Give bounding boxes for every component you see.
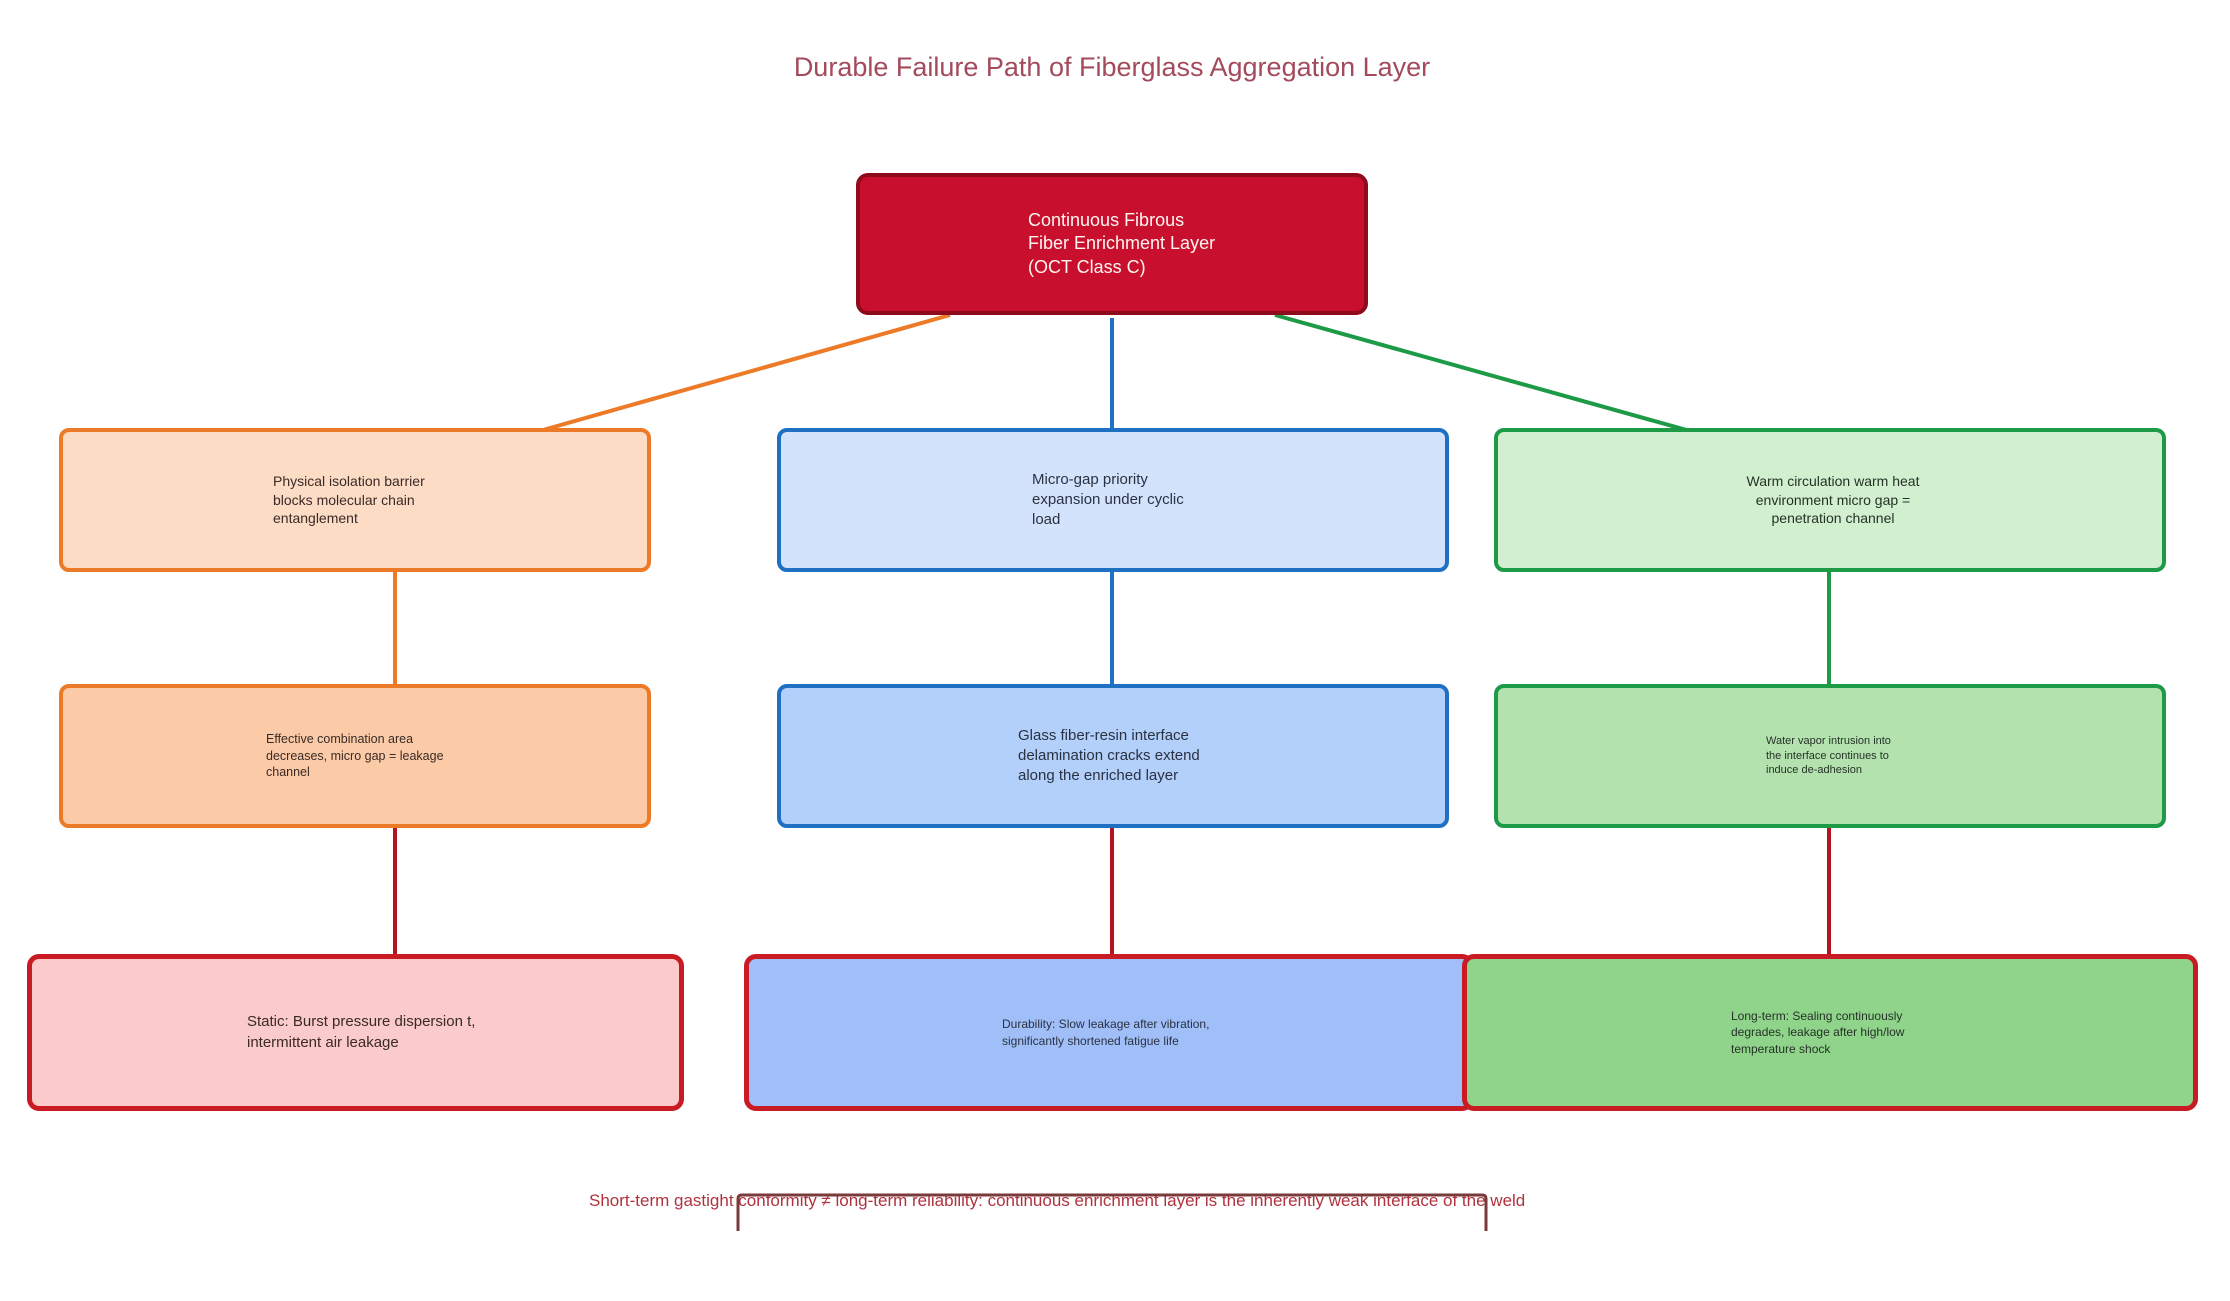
orange-step-2-node: Effective combination area decreases, mi… (59, 684, 651, 828)
blue-step-1-label: Micro-gap priority expansion under cycli… (1032, 470, 1184, 529)
footer-bracket-icon (736, 1193, 1488, 1231)
green-outcome-node: Long-term: Sealing continuously degrades… (1462, 954, 2198, 1111)
green-step-2-node: Water vapor intrusion into the interface… (1494, 684, 2166, 828)
blue-outcome-node: Durability: Slow leakage after vibration… (744, 954, 1474, 1111)
orange-step-2-label: Effective combination area decreases, mi… (266, 731, 444, 780)
green-step-1-label: Warm circulation warm heat environment m… (1746, 472, 1920, 527)
blue-outcome-label: Durability: Slow leakage after vibration… (1002, 1017, 1210, 1048)
green-outcome-label: Long-term: Sealing continuously degrades… (1731, 1009, 1905, 1056)
root-node: Continuous Fibrous Fiber Enrichment Laye… (856, 173, 1368, 315)
green-step-2-label: Water vapor intrusion into the interface… (1766, 734, 1891, 777)
orange-step-1-node: Physical isolation barrier blocks molecu… (59, 428, 651, 572)
blue-step-1-node: Micro-gap priority expansion under cycli… (777, 428, 1449, 572)
orange-outcome-label: Static: Burst pressure dispersion t, int… (247, 1013, 476, 1051)
orange-outcome-node: Static: Burst pressure dispersion t, int… (27, 954, 684, 1111)
root-node-label: Continuous Fibrous Fiber Enrichment Laye… (1028, 209, 1216, 277)
blue-step-2-node: Glass fiber-resin interface delamination… (777, 684, 1449, 828)
blue-step-2-label: Glass fiber-resin interface delamination… (1018, 726, 1200, 785)
green-step-1-node: Warm circulation warm heat environment m… (1494, 428, 2166, 572)
orange-step-1-label: Physical isolation barrier blocks molecu… (273, 472, 425, 527)
diagram-title: Durable Failure Path of Fiberglass Aggre… (793, 52, 1431, 82)
